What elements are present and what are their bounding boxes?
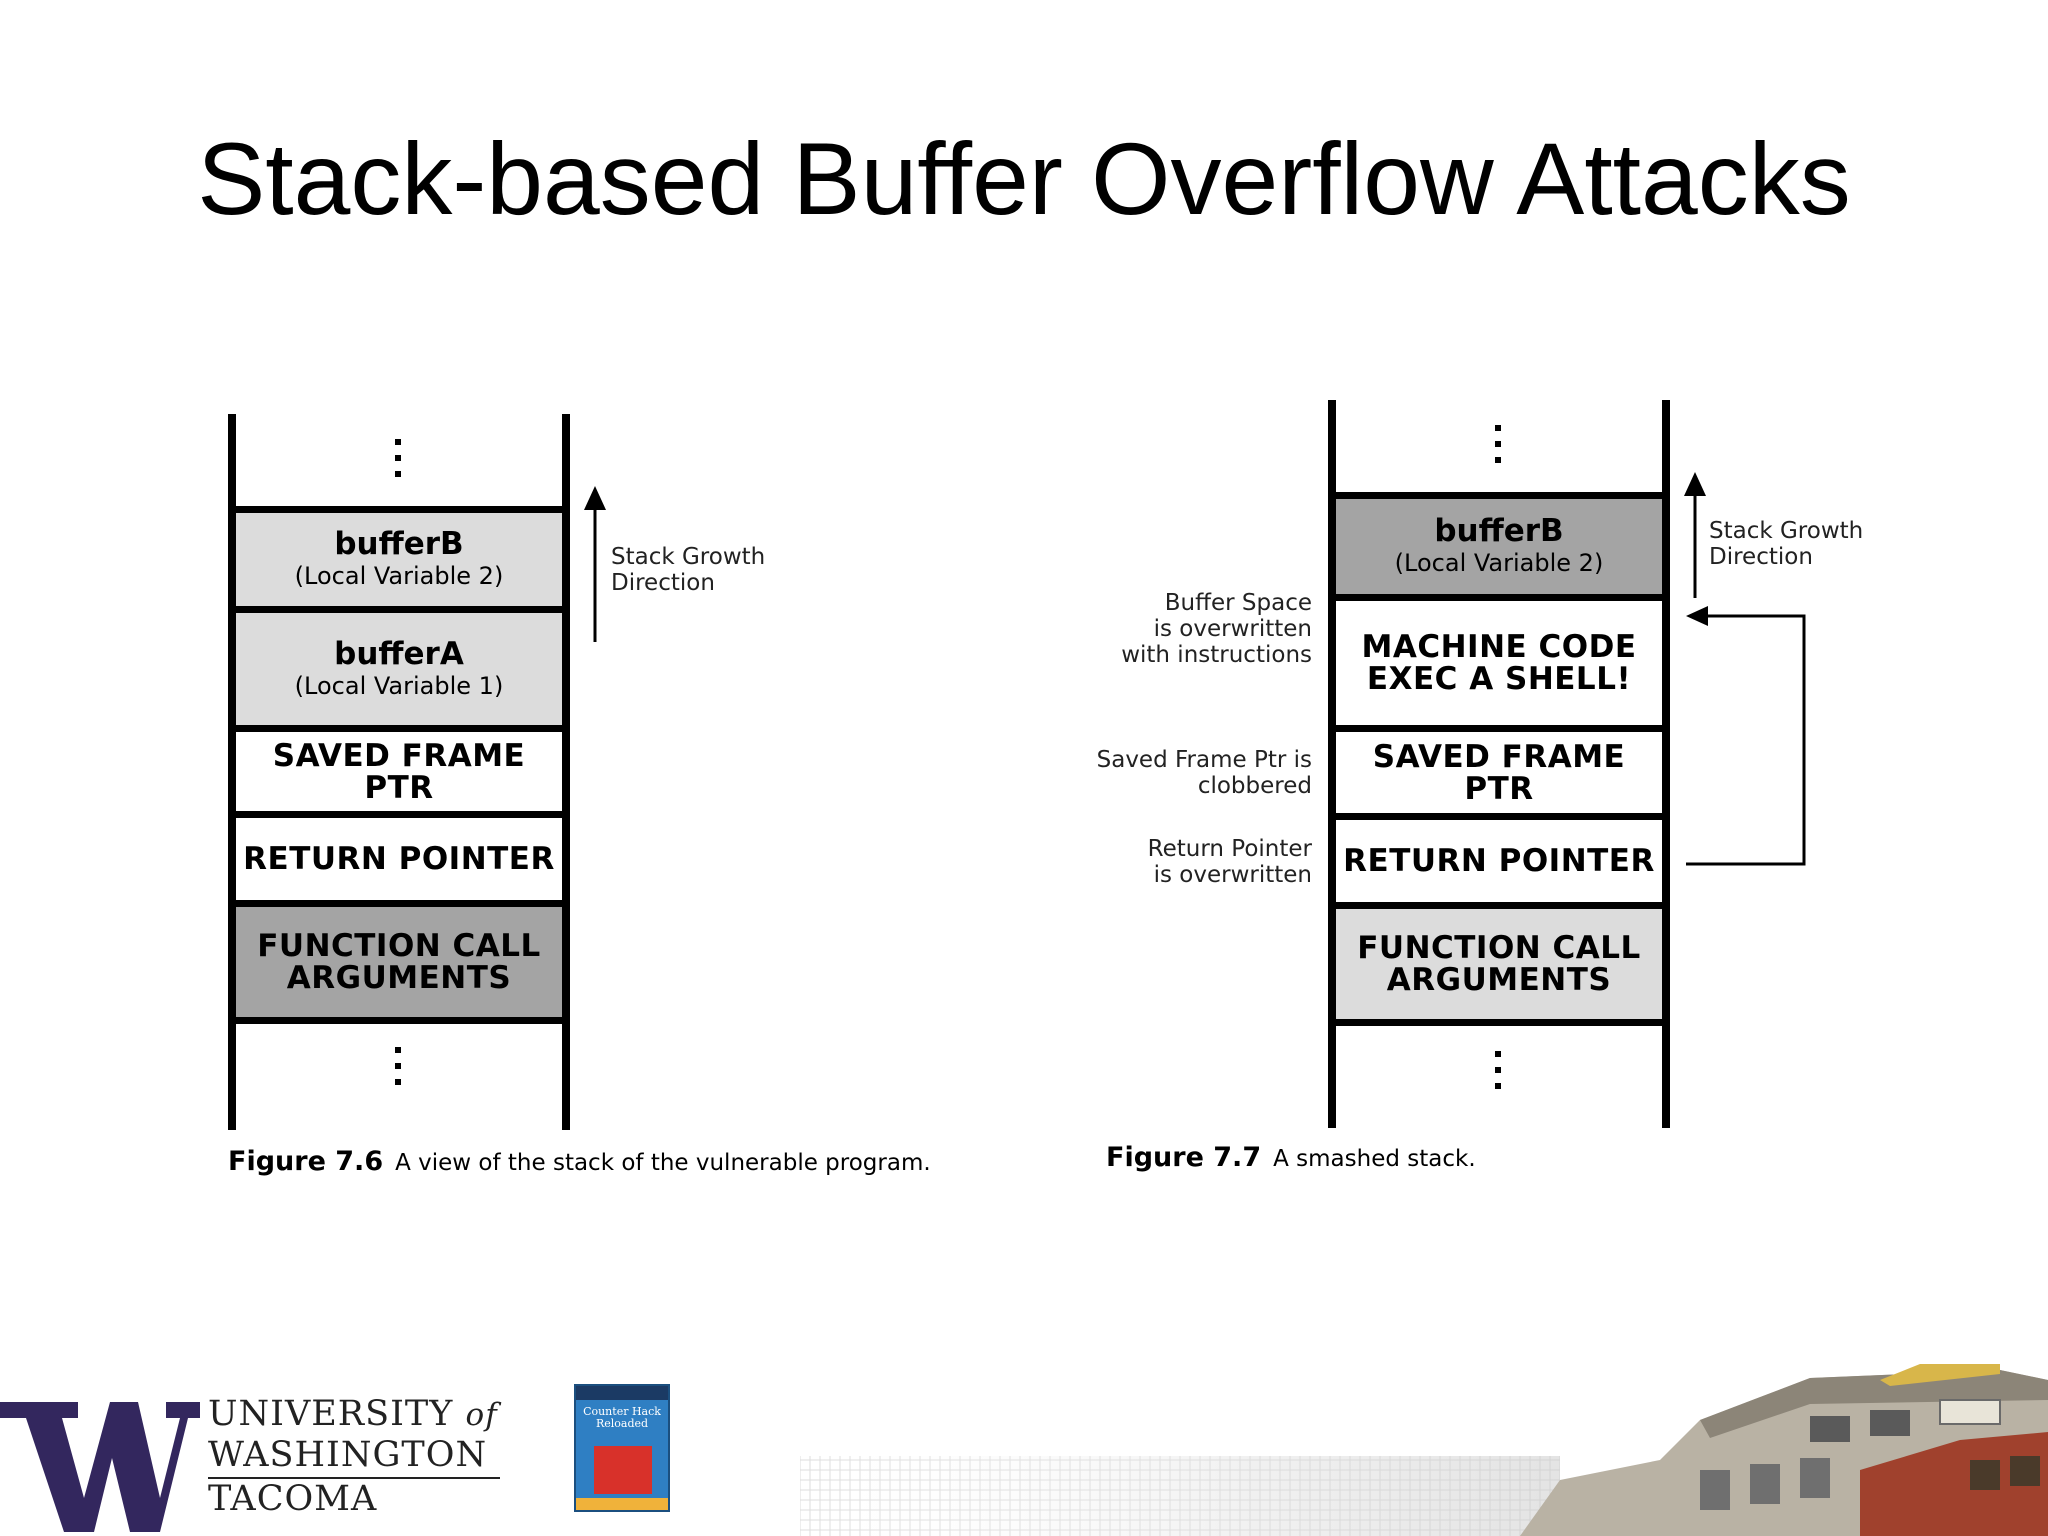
figure-right-caption: Figure 7.7 A smashed stack. — [1106, 1142, 1476, 1173]
cell-label: RETURN POINTER — [243, 841, 555, 877]
cell-label: RETURN POINTER — [1343, 843, 1655, 879]
cell-label-line2: ARGUMENTS — [1386, 962, 1612, 998]
stack-growth-label: Stack Growth Direction — [611, 544, 766, 596]
return-pointer-redirect-arrow-icon — [1686, 606, 1806, 866]
stack-cell-return-pointer: RETURN POINTER — [1336, 813, 1662, 902]
cell-label-line1: FUNCTION CALL — [1357, 930, 1641, 966]
figure-right-stack: bufferB (Local Variable 2) MACHINE CODE … — [1328, 400, 1670, 1128]
ellipsis-bottom — [1495, 1046, 1501, 1094]
cell-label: bufferA — [334, 635, 464, 672]
ellipsis-top — [1495, 420, 1501, 468]
book-cover-icon: Counter Hack Reloaded — [574, 1384, 670, 1512]
cell-label: SAVED FRAME PTR — [1372, 738, 1626, 807]
stack-cell-bufferA: bufferA (Local Variable 1) — [236, 606, 562, 725]
stack-growth-arrow-icon — [584, 486, 606, 642]
stack-left-rail — [1328, 400, 1336, 1128]
cell-sublabel: (Local Variable 2) — [294, 562, 504, 590]
stack-cell-machine-code: MACHINE CODE EXEC A SHELL! — [1336, 594, 1662, 725]
ellipsis-bottom — [395, 1042, 401, 1090]
note-buffer-space-overwritten: Buffer Space is overwritten with instruc… — [1121, 590, 1312, 668]
caption-number: Figure 7.7 — [1106, 1142, 1262, 1173]
ellipsis-top — [395, 434, 401, 482]
uw-w-logo-icon — [0, 1402, 200, 1532]
stack-right-rail — [562, 414, 570, 1130]
slide-title: Stack-based Buffer Overflow Attacks — [197, 122, 1851, 236]
stack-cell-return-pointer: RETURN POINTER — [236, 811, 562, 900]
cell-label-line1: FUNCTION CALL — [257, 928, 541, 964]
stack-cell-saved-frame-ptr: SAVED FRAME PTR — [236, 725, 562, 811]
stack-cell-function-call-arguments: FUNCTION CALL ARGUMENTS — [236, 900, 562, 1024]
stack-left-rail — [228, 414, 236, 1130]
caption-text: A smashed stack. — [1273, 1146, 1476, 1172]
university-wordmark: UNIVERSITY of WASHINGTON TACOMA — [208, 1394, 500, 1519]
cell-label: bufferB — [1434, 513, 1564, 549]
cell-label-line1: MACHINE CODE — [1361, 629, 1637, 665]
note-return-pointer-overwritten: Return Pointer is overwritten — [1147, 836, 1312, 888]
stack-cell-bufferB: bufferB (Local Variable 2) — [1336, 492, 1662, 594]
caption-text: A view of the stack of the vulnerable pr… — [395, 1150, 931, 1176]
cell-sublabel: (Local Variable 1) — [294, 671, 504, 700]
note-saved-frame-clobbered: Saved Frame Ptr is clobbered — [1096, 747, 1312, 799]
stack-cell-function-call-arguments: FUNCTION CALL ARGUMENTS — [1336, 902, 1662, 1026]
caption-number: Figure 7.6 — [228, 1146, 384, 1177]
cell-label: SAVED FRAME PTR — [272, 737, 526, 806]
cell-sublabel: (Local Variable 2) — [1394, 549, 1604, 577]
pinkerton-block-building-icon — [800, 1364, 2048, 1536]
figure-left-stack: bufferB (Local Variable 2) bufferA (Loca… — [228, 414, 578, 1130]
stack-growth-arrow-icon — [1684, 472, 1706, 598]
stack-cell-bufferB: bufferB (Local Variable 2) — [236, 506, 562, 606]
stack-cell-saved-frame-ptr: SAVED FRAME PTR — [1336, 725, 1662, 813]
figure-left-caption: Figure 7.6 A view of the stack of the vul… — [228, 1146, 931, 1177]
cell-label-line2: ARGUMENTS — [286, 960, 512, 996]
cell-label: bufferB — [334, 526, 464, 562]
stack-growth-label: Stack Growth Direction — [1709, 518, 1864, 570]
stack-right-rail — [1662, 400, 1670, 1128]
cell-label-line2: EXEC A SHELL! — [1366, 661, 1632, 697]
